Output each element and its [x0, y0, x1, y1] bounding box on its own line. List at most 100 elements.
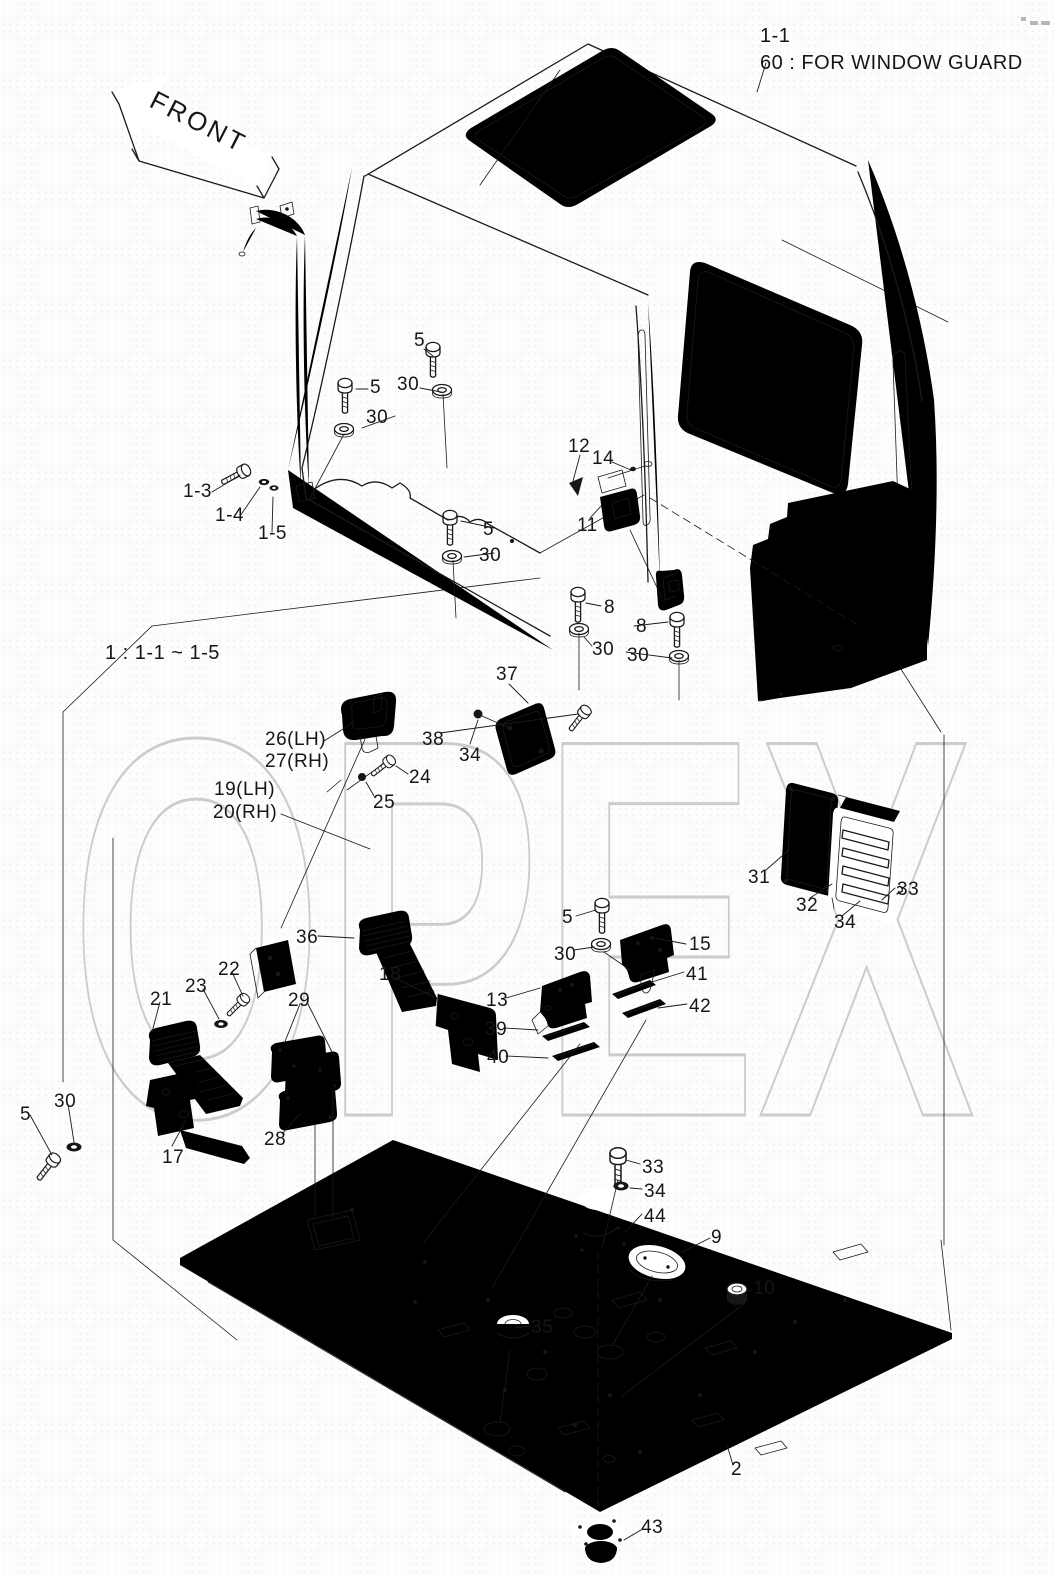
part-callout: 13: [486, 990, 509, 1011]
washer-30: [333, 422, 355, 438]
roof: [352, 30, 949, 323]
door-striker: [655, 569, 685, 611]
cap-9: [628, 1244, 686, 1282]
part-callout: 36: [296, 927, 319, 948]
part-callout: 41: [686, 964, 709, 985]
part-callout: 30: [592, 639, 615, 660]
pedal-36: [358, 910, 437, 1012]
part-callout: 12: [568, 436, 591, 457]
part-callout: 40: [487, 1047, 510, 1068]
part-callout: 31: [748, 867, 771, 888]
part-callout: 32: [796, 895, 819, 916]
cab-body: [238, 30, 949, 702]
bolt-5: [442, 509, 458, 546]
part-callout: 9: [711, 1227, 723, 1248]
part-callout: 14: [592, 448, 615, 469]
bolt-5: [425, 341, 441, 378]
part-callout: 10: [753, 1278, 776, 1299]
fasteners: [32, 341, 907, 1191]
hidden-line: [649, 497, 859, 626]
front-arrow: FRONT: [111, 76, 280, 199]
vent-gasket-31: [780, 782, 839, 896]
washer-30: [441, 549, 463, 565]
grommet-35: [496, 1315, 530, 1342]
floor-plate-2: [180, 1140, 952, 1512]
plug-10: [726, 1282, 748, 1305]
rear-recessed-panel: [750, 481, 927, 701]
bracket-17: [146, 1070, 250, 1164]
part-callout: 11: [577, 515, 598, 536]
sunroof-opening: [465, 48, 716, 207]
assembly-ref-note: 1-1: [760, 25, 791, 47]
part-callout: 30: [479, 545, 502, 566]
vent-louver-32: [827, 794, 902, 923]
page-artifact: [1021, 17, 1050, 25]
lever-19-20: [249, 778, 342, 999]
part-callout: 19(LH): [214, 779, 276, 800]
washer-1-4: [258, 478, 270, 486]
part-callout: 34: [644, 1181, 667, 1202]
part-callout: 1-5: [258, 523, 287, 544]
part-callout: 42: [689, 996, 712, 1017]
part-callout: 20(RH): [213, 802, 278, 823]
part-callout: 35: [531, 1317, 554, 1338]
part-callout: 5: [483, 519, 495, 540]
part-callout: 34: [834, 912, 857, 933]
wiper-parts-11-12-14: [569, 461, 663, 599]
part-callout: 25: [373, 792, 396, 813]
bolt-8: [570, 586, 586, 623]
washer-30: [66, 1142, 82, 1152]
part-callout: 15: [689, 934, 712, 955]
washer-25: [358, 773, 366, 781]
range-note: 1 : 1-1 ~ 1-5: [105, 642, 220, 664]
bracket-13: [531, 971, 592, 1035]
handrail: [238, 201, 316, 503]
part-callout: 23: [185, 976, 208, 997]
part-callout: 17: [162, 1147, 185, 1168]
part-callout: 22: [218, 959, 241, 980]
part-callout: 24: [409, 767, 432, 788]
part-callout: 38: [422, 729, 445, 750]
boot-44: [570, 1190, 630, 1253]
window-large: [677, 262, 863, 495]
handle-26-27: [341, 691, 397, 753]
part-callout: 8: [636, 616, 648, 637]
shim-42: [622, 999, 666, 1018]
part-callout: 44: [644, 1206, 667, 1227]
plate-28: [278, 1083, 338, 1131]
part-callout: 30: [627, 645, 650, 666]
washer-34: [473, 709, 483, 719]
part-callout: 30: [54, 1091, 77, 1112]
window-guard-note: 60 : FOR WINDOW GUARD: [760, 52, 1023, 74]
washer-1-5: [269, 485, 279, 491]
shim-41: [612, 980, 656, 999]
part-callout: 33: [642, 1157, 665, 1178]
part-callout: 33: [897, 879, 920, 900]
part-callout: 43: [641, 1517, 664, 1538]
part-callout: 5: [20, 1104, 32, 1125]
part-callout: 5: [414, 330, 426, 351]
mount-43: [572, 1517, 628, 1563]
bolt-5: [32, 1150, 64, 1184]
gasket-37: [495, 703, 556, 775]
shim-39: [542, 1022, 590, 1041]
part-callout: 30: [554, 944, 577, 965]
part-callout: 8: [604, 597, 616, 618]
part-callout: 39: [485, 1019, 508, 1040]
part-callout: 5: [562, 907, 574, 928]
pedal-21: [148, 1020, 243, 1114]
part-callout: 29: [288, 990, 311, 1011]
part-callout: 1-3: [183, 481, 212, 502]
part-callout: 34: [459, 745, 482, 766]
part-callout: 30: [397, 374, 420, 395]
part-callout: 21: [150, 989, 173, 1010]
part-callout: 18: [379, 964, 402, 985]
nut-23: [214, 1019, 228, 1029]
construction-lines: [280, 393, 746, 1423]
bolt-5: [337, 377, 353, 414]
part-callout: 37: [496, 664, 519, 685]
part-callout: 27(RH): [265, 751, 330, 772]
leader-lines: [29, 62, 896, 1541]
